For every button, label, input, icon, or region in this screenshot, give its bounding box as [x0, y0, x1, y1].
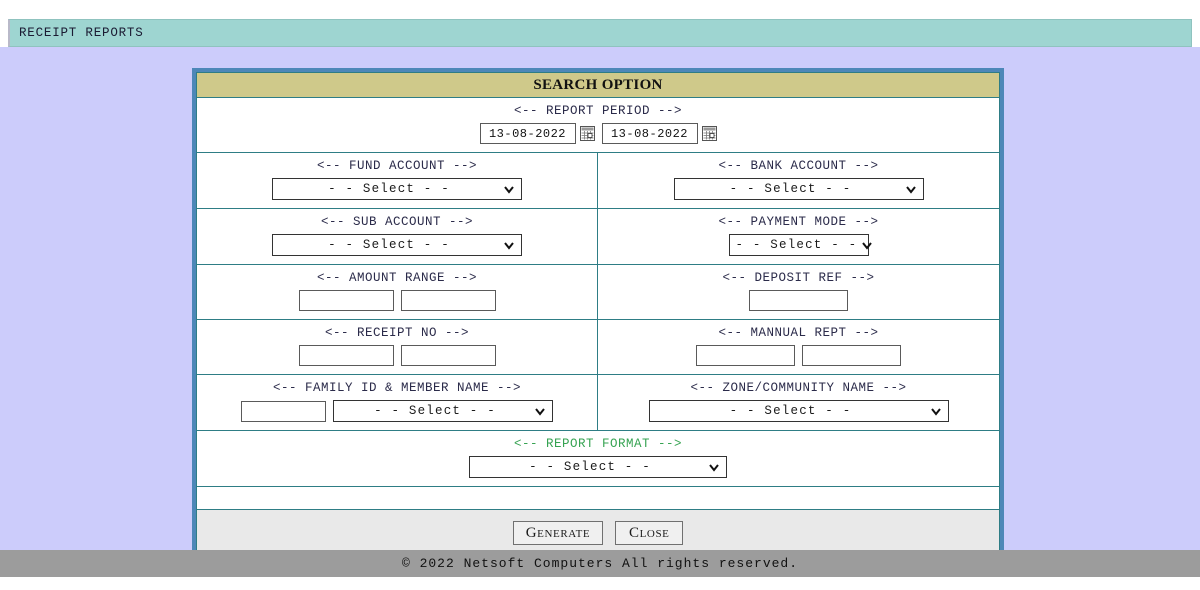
member-name-value: - - Select - -	[374, 404, 496, 418]
bank-account-select[interactable]: - - Select - -	[673, 178, 924, 200]
chevron-down-icon	[905, 186, 916, 194]
spacer-row	[197, 487, 999, 510]
generate-button[interactable]: Generate	[512, 521, 604, 545]
cell-report-format: <-- REPORT FORMAT --> - - Select - -	[197, 431, 999, 486]
receipt-no-to-input[interactable]	[400, 345, 496, 366]
amount-range-from-input[interactable]	[298, 290, 394, 311]
family-member-controls: - - Select - -	[241, 400, 553, 422]
sub-account-value: - - Select - -	[328, 238, 450, 252]
payment-mode-select[interactable]: - - Select - -	[728, 234, 873, 256]
page-canvas: SEARCH OPTION <-- REPORT PERIOD -->	[0, 47, 1200, 561]
deposit-ref-input[interactable]	[749, 290, 848, 311]
report-period-label: <-- REPORT PERIOD -->	[513, 104, 683, 118]
zone-community-select[interactable]: - - Select - -	[648, 400, 949, 422]
chevron-down-icon	[930, 408, 941, 416]
family-member-label: <-- FAMILY ID & MEMBER NAME -->	[272, 381, 522, 395]
report-format-label: <-- REPORT FORMAT -->	[513, 437, 683, 451]
sub-account-label: <-- SUB ACCOUNT -->	[320, 215, 474, 229]
app-title-text: RECEIPT REPORTS	[19, 26, 144, 40]
app-title-bar: RECEIPT REPORTS	[8, 19, 1192, 47]
search-option-panel: SEARCH OPTION <-- REPORT PERIOD -->	[192, 68, 1004, 561]
cell-fund-account: <-- FUND ACCOUNT --> - - Select - -	[197, 153, 598, 208]
cell-bank-account: <-- BANK ACCOUNT --> - - Select - -	[598, 153, 999, 208]
chevron-down-icon	[709, 464, 719, 472]
cell-sub-account: <-- SUB ACCOUNT --> - - Select - -	[197, 209, 598, 264]
cell-deposit-ref: <-- DEPOSIT REF -->	[598, 265, 999, 319]
zone-community-label: <-- ZONE/COMMUNITY NAME -->	[690, 381, 907, 395]
payment-mode-label: <-- PAYMENT MODE -->	[718, 215, 879, 229]
sub-account-select[interactable]: - - Select - -	[272, 234, 522, 256]
cell-zone-community: <-- ZONE/COMMUNITY NAME --> - - Select -…	[598, 375, 999, 430]
chevron-down-icon	[862, 242, 873, 250]
receipt-no-from-input[interactable]	[298, 345, 394, 366]
report-period-controls	[479, 123, 717, 144]
receipt-no-label: <-- RECEIPT NO -->	[324, 326, 470, 340]
amount-range-controls	[298, 290, 496, 311]
report-period-to-input[interactable]	[601, 123, 698, 144]
member-name-select[interactable]: - - Select - -	[333, 400, 553, 422]
report-format-select[interactable]: - - Select - -	[469, 456, 727, 478]
panel-header-title: SEARCH OPTION	[533, 76, 663, 93]
panel-header: SEARCH OPTION	[196, 72, 1000, 98]
fund-account-select[interactable]: - - Select - -	[272, 178, 522, 200]
fund-account-value: - - Select - -	[328, 182, 450, 196]
mannual-rept-from-input[interactable]	[696, 345, 795, 366]
mannual-rept-label: <-- MANNUAL REPT -->	[718, 326, 879, 340]
panel-body: <-- REPORT PERIOD -->	[196, 98, 1000, 557]
family-id-input[interactable]	[241, 400, 326, 422]
fund-account-label: <-- FUND ACCOUNT -->	[316, 159, 478, 173]
form-button-bar: Generate Close	[197, 510, 999, 556]
deposit-ref-label: <-- DEPOSIT REF -->	[722, 271, 875, 285]
page-footer: © 2022 Netsoft Computers All rights rese…	[0, 550, 1200, 577]
report-format-value: - - Select - -	[529, 460, 651, 474]
row-subaccount-paymentmode: <-- SUB ACCOUNT --> - - Select - - <-- P…	[197, 209, 999, 265]
report-period-from-input[interactable]	[479, 123, 576, 144]
chevron-down-icon	[504, 242, 514, 250]
row-family-zone: <-- FAMILY ID & MEMBER NAME --> - - Sele…	[197, 375, 999, 431]
cell-receipt-no: <-- RECEIPT NO -->	[197, 320, 598, 374]
amount-range-to-input[interactable]	[400, 290, 496, 311]
row-report-format: <-- REPORT FORMAT --> - - Select - -	[197, 431, 999, 487]
row-accounts: <-- FUND ACCOUNT --> - - Select - - <-- …	[197, 153, 999, 209]
row-report-period: <-- REPORT PERIOD -->	[197, 98, 999, 153]
chevron-down-icon	[535, 408, 545, 416]
receipt-no-controls	[298, 345, 496, 366]
close-button[interactable]: Close	[615, 521, 684, 545]
bank-account-label: <-- BANK ACCOUNT -->	[718, 159, 879, 173]
zone-community-value: - - Select - -	[729, 404, 852, 418]
amount-range-label: <-- AMOUNT RANGE -->	[316, 271, 478, 285]
below-footer-strip	[0, 577, 1200, 590]
chevron-down-icon	[504, 186, 514, 194]
cell-report-period: <-- REPORT PERIOD -->	[197, 98, 999, 152]
mannual-rept-controls	[696, 345, 901, 366]
mannual-rept-to-input[interactable]	[802, 345, 901, 366]
cell-payment-mode: <-- PAYMENT MODE --> - - Select - -	[598, 209, 999, 264]
row-receiptno-mannual: <-- RECEIPT NO --> <-- MANNUAL REPT -->	[197, 320, 999, 375]
cell-family-member: <-- FAMILY ID & MEMBER NAME --> - - Sele…	[197, 375, 598, 430]
cell-mannual-rept: <-- MANNUAL REPT -->	[598, 320, 999, 374]
bank-account-value: - - Select - -	[729, 182, 852, 196]
payment-mode-value: - - Select - -	[735, 238, 858, 252]
row-amount-deposit: <-- AMOUNT RANGE --> <-- DEPOSIT REF -->	[197, 265, 999, 320]
deposit-ref-controls	[749, 290, 848, 311]
cell-amount-range: <-- AMOUNT RANGE -->	[197, 265, 598, 319]
calendar-icon-to[interactable]	[701, 126, 717, 141]
copyright-text: © 2022 Netsoft Computers All rights rese…	[401, 556, 799, 571]
calendar-icon-from[interactable]	[579, 126, 595, 141]
